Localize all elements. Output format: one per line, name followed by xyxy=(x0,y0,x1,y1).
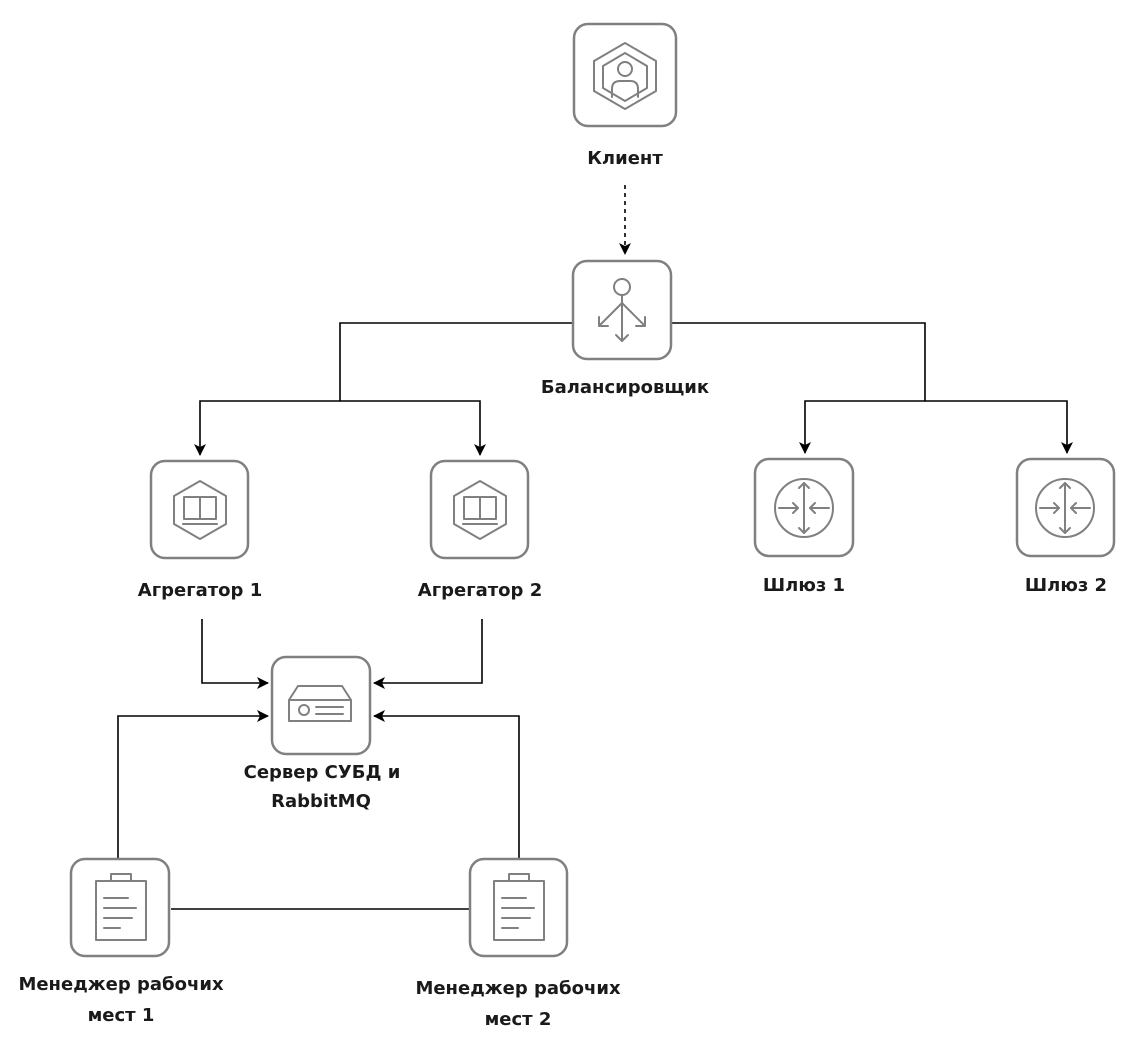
workplace-manager-2-label-line-2: мест 2 xyxy=(485,1009,552,1030)
container-hexagon-icon xyxy=(173,480,227,540)
node-client[interactable]: Клиент xyxy=(572,22,678,169)
db-server-box xyxy=(270,655,372,756)
aggregator-2-label: Агрегатор 2 xyxy=(418,580,542,601)
node-aggregator-1[interactable]: Агрегатор 1 xyxy=(138,459,262,601)
node-workplace-manager-2[interactable]: Менеджер рабочих мест 2 xyxy=(415,857,621,1030)
aggregator-1-label: Агрегатор 1 xyxy=(138,580,262,601)
node-aggregator-2[interactable]: Агрегатор 2 xyxy=(418,459,542,601)
node-balancer[interactable]: Балансировщик xyxy=(541,259,709,398)
workplace-manager-2-label-line-1: Менеджер рабочих xyxy=(415,978,621,999)
edge-aggregator-2-to-db xyxy=(373,619,483,689)
server-icon xyxy=(288,685,352,722)
edge-aggregator-1-to-db xyxy=(201,619,269,689)
edges xyxy=(117,185,1073,910)
edge-manager-2-to-db xyxy=(373,710,520,858)
edge-balancer-to-aggregator-1 xyxy=(194,322,573,456)
load-balancer-icon xyxy=(598,278,646,342)
client-label: Клиент xyxy=(587,148,663,169)
gateway-1-label: Шлюз 1 xyxy=(763,575,845,596)
router-icon xyxy=(774,478,834,538)
workplace-manager-1-label-line-1: Менеджер рабочих xyxy=(18,974,224,995)
db-server-label-line-1: Сервер СУБД и xyxy=(244,762,401,783)
db-server-label-line-2: RabbitMQ xyxy=(271,791,371,812)
edge-balancer-to-aggregator-2 xyxy=(340,400,486,456)
edge-balancer-to-gateway-1 xyxy=(672,322,926,454)
container-hexagon-icon xyxy=(453,480,507,540)
router-icon xyxy=(1035,478,1095,538)
node-workplace-manager-1[interactable]: Менеджер рабочих мест 1 xyxy=(18,857,224,1026)
workplace-manager-1-label-line-2: мест 1 xyxy=(88,1005,155,1026)
clipboard-icon xyxy=(95,873,147,941)
edge-balancer-to-gateway-2 xyxy=(925,400,1073,454)
node-gateway-1[interactable]: Шлюз 1 xyxy=(753,457,855,596)
node-db-server[interactable]: Сервер СУБД и RabbitMQ xyxy=(244,655,401,812)
user-hexagon-icon xyxy=(593,42,657,110)
edge-manager-1-to-db xyxy=(117,710,269,858)
clipboard-icon xyxy=(493,873,545,941)
gateway-2-label: Шлюз 2 xyxy=(1025,575,1107,596)
balancer-label: Балансировщик xyxy=(541,377,709,398)
node-gateway-2[interactable]: Шлюз 2 xyxy=(1015,457,1116,596)
